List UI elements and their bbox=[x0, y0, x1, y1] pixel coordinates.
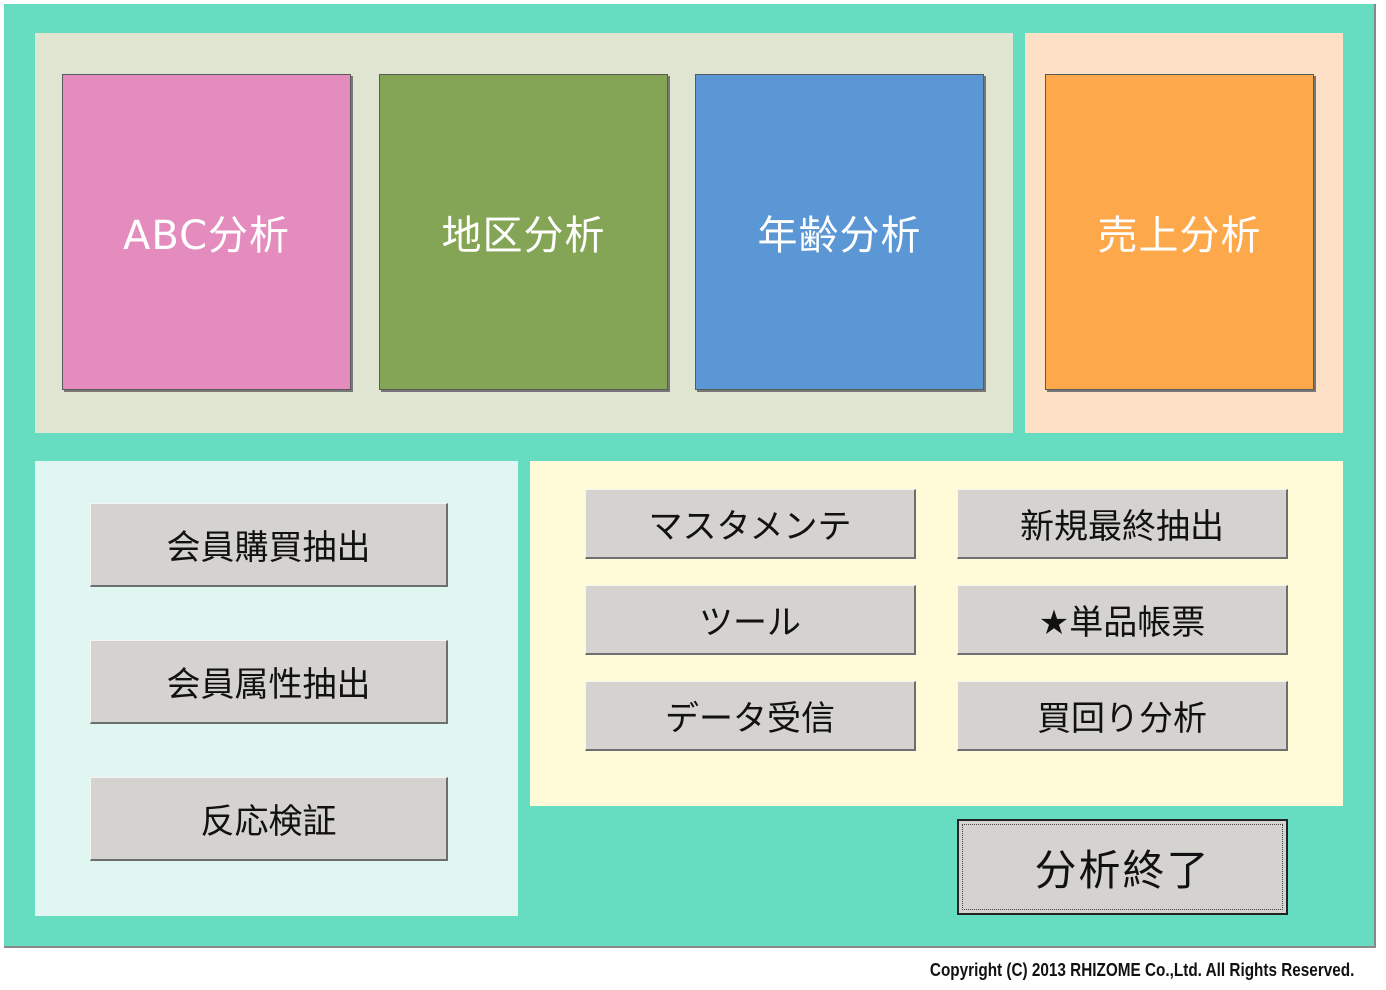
purchase-cycle-analysis-button[interactable]: 買回り分析 bbox=[957, 681, 1288, 751]
abc-analysis-button[interactable]: ABC分析 bbox=[62, 74, 351, 390]
tools-button[interactable]: ツール bbox=[585, 585, 916, 655]
member-attribute-extract-button[interactable]: 会員属性抽出 bbox=[90, 640, 448, 724]
member-purchase-extract-button[interactable]: 会員購買抽出 bbox=[90, 503, 448, 587]
main-window: ABC分析 地区分析 年齢分析 売上分析 会員購買抽出 会員属性抽出 反応検証 … bbox=[4, 4, 1376, 948]
age-analysis-button[interactable]: 年齢分析 bbox=[695, 74, 984, 390]
exit-analysis-button[interactable]: 分析終了 bbox=[957, 819, 1288, 915]
area-analysis-button[interactable]: 地区分析 bbox=[379, 74, 668, 390]
single-item-report-button[interactable]: ★単品帳票 bbox=[957, 585, 1288, 655]
response-verification-button[interactable]: 反応検証 bbox=[90, 777, 448, 861]
copyright-text: Copyright (C) 2013 RHIZOME Co.,Ltd. All … bbox=[929, 960, 1354, 980]
sales-analysis-button[interactable]: 売上分析 bbox=[1045, 74, 1314, 390]
new-last-extract-button[interactable]: 新規最終抽出 bbox=[957, 489, 1288, 559]
data-receive-button[interactable]: データ受信 bbox=[585, 681, 916, 751]
master-maintenance-button[interactable]: マスタメンテ bbox=[585, 489, 916, 559]
